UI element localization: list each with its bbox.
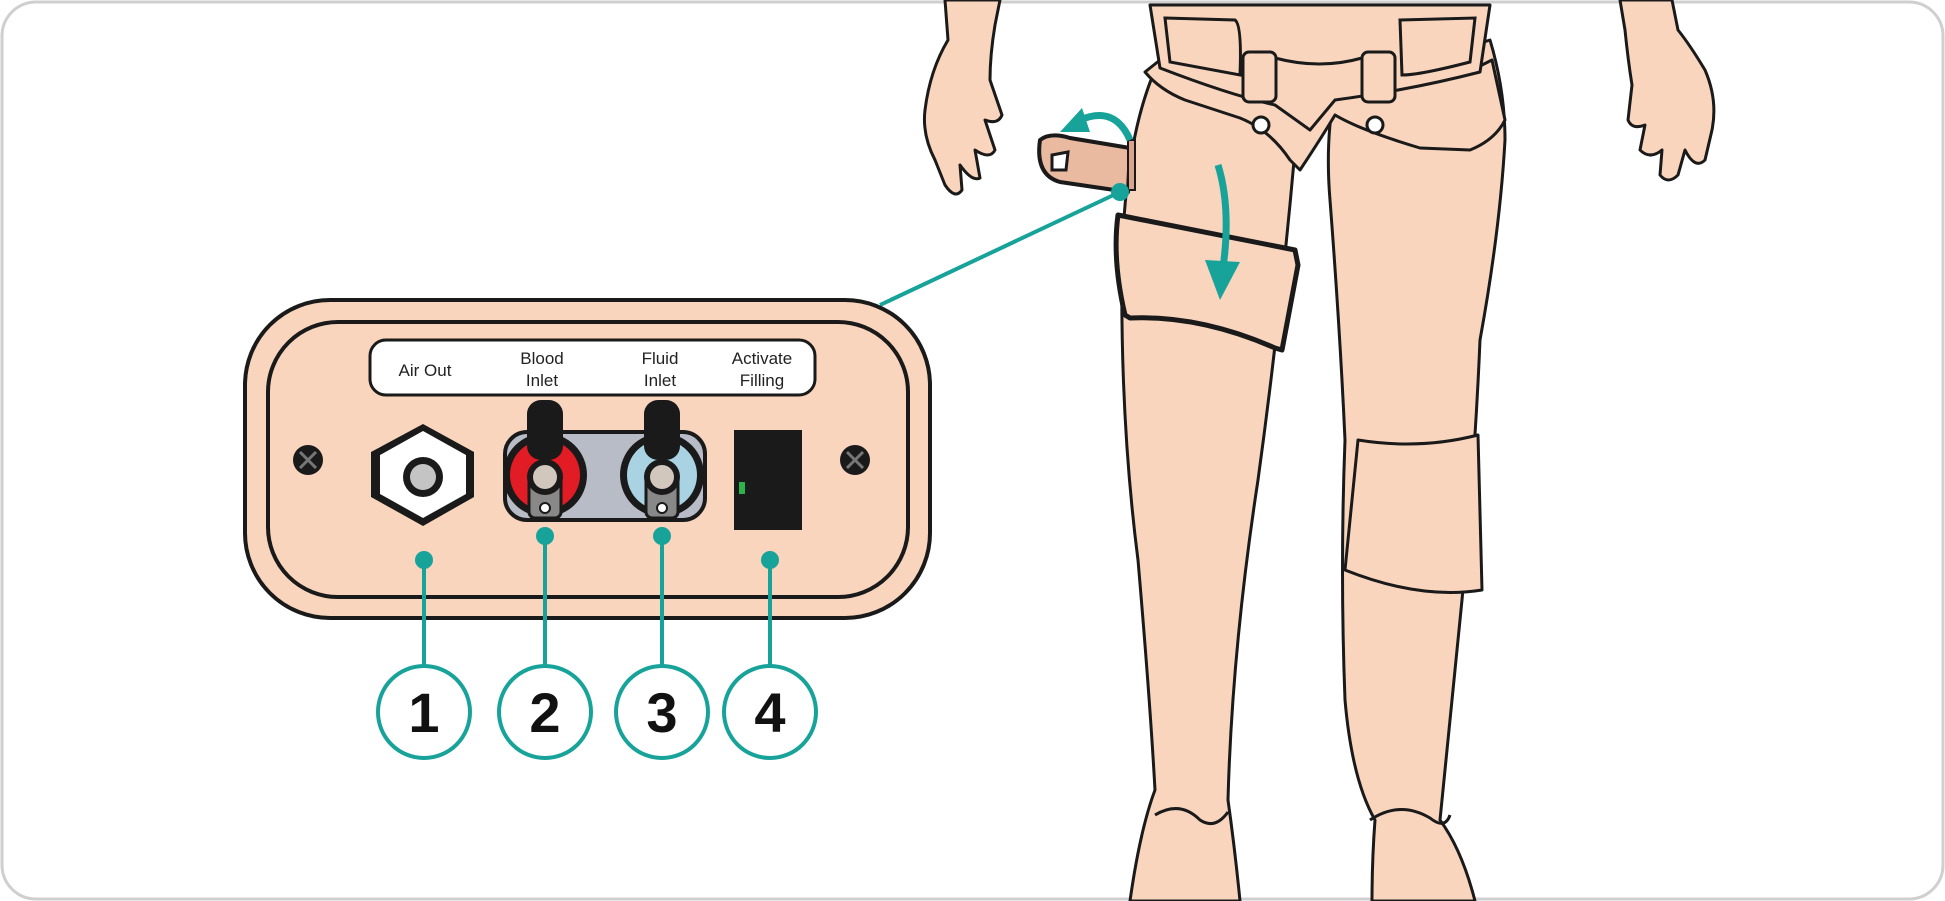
open-arrow-shaft bbox=[1078, 112, 1134, 142]
callout-1: 1 bbox=[376, 551, 472, 760]
callout-2-number: 2 bbox=[529, 681, 560, 744]
flap-hole bbox=[1050, 150, 1070, 172]
label-blood-inlet-2: Inlet bbox=[526, 371, 558, 390]
connector-panel: Air Out Blood Inlet Fluid Inlet Activate… bbox=[243, 298, 932, 620]
hip-clip-right bbox=[1360, 50, 1397, 104]
air-out-port bbox=[371, 424, 474, 526]
knee-pad bbox=[1343, 433, 1484, 594]
panel-leader-line bbox=[879, 190, 1121, 307]
open-arrow-head bbox=[1060, 108, 1090, 132]
hip-panel-left bbox=[1163, 16, 1242, 77]
hip-clip-left bbox=[1241, 50, 1278, 104]
hip-panel-right bbox=[1398, 16, 1477, 77]
flap-hinge bbox=[1127, 139, 1136, 191]
callout-2: 2 bbox=[497, 527, 593, 760]
activate-filling-button bbox=[734, 430, 802, 530]
blood-inlet-port bbox=[503, 400, 587, 520]
left-hand bbox=[923, 0, 1004, 196]
manikin-figure bbox=[923, 0, 1716, 901]
callout-4: 4 bbox=[722, 551, 818, 760]
right-hand bbox=[1618, 0, 1716, 182]
left-ankle bbox=[1154, 807, 1230, 826]
thigh-pad bbox=[1113, 212, 1301, 353]
screw-left bbox=[293, 445, 323, 475]
indicator-led bbox=[739, 482, 745, 494]
fold-arrow-head bbox=[1205, 260, 1240, 300]
label-blood-inlet-1: Blood bbox=[520, 349, 563, 368]
fluid-inlet-port bbox=[620, 400, 704, 520]
right-ankle bbox=[1369, 808, 1452, 825]
hip-strap bbox=[1274, 56, 1363, 66]
panel-leader-dot bbox=[1111, 183, 1129, 201]
callout-3-number: 3 bbox=[646, 681, 677, 744]
callout-3: 3 bbox=[614, 527, 710, 760]
label-fluid-inlet-2: Inlet bbox=[644, 371, 676, 390]
label-activate-filling-2: Filling bbox=[740, 371, 784, 390]
callout-1-number: 1 bbox=[408, 681, 439, 744]
callout-4-number: 4 bbox=[754, 681, 785, 744]
hip-screw-right bbox=[1365, 115, 1385, 135]
screw-right bbox=[840, 445, 870, 475]
label-activate-filling-1: Activate bbox=[732, 349, 792, 368]
label-air-out: Air Out bbox=[399, 361, 452, 380]
label-fluid-inlet-1: Fluid bbox=[642, 349, 679, 368]
hip-screw-left bbox=[1251, 115, 1271, 135]
label-strip bbox=[368, 338, 817, 397]
